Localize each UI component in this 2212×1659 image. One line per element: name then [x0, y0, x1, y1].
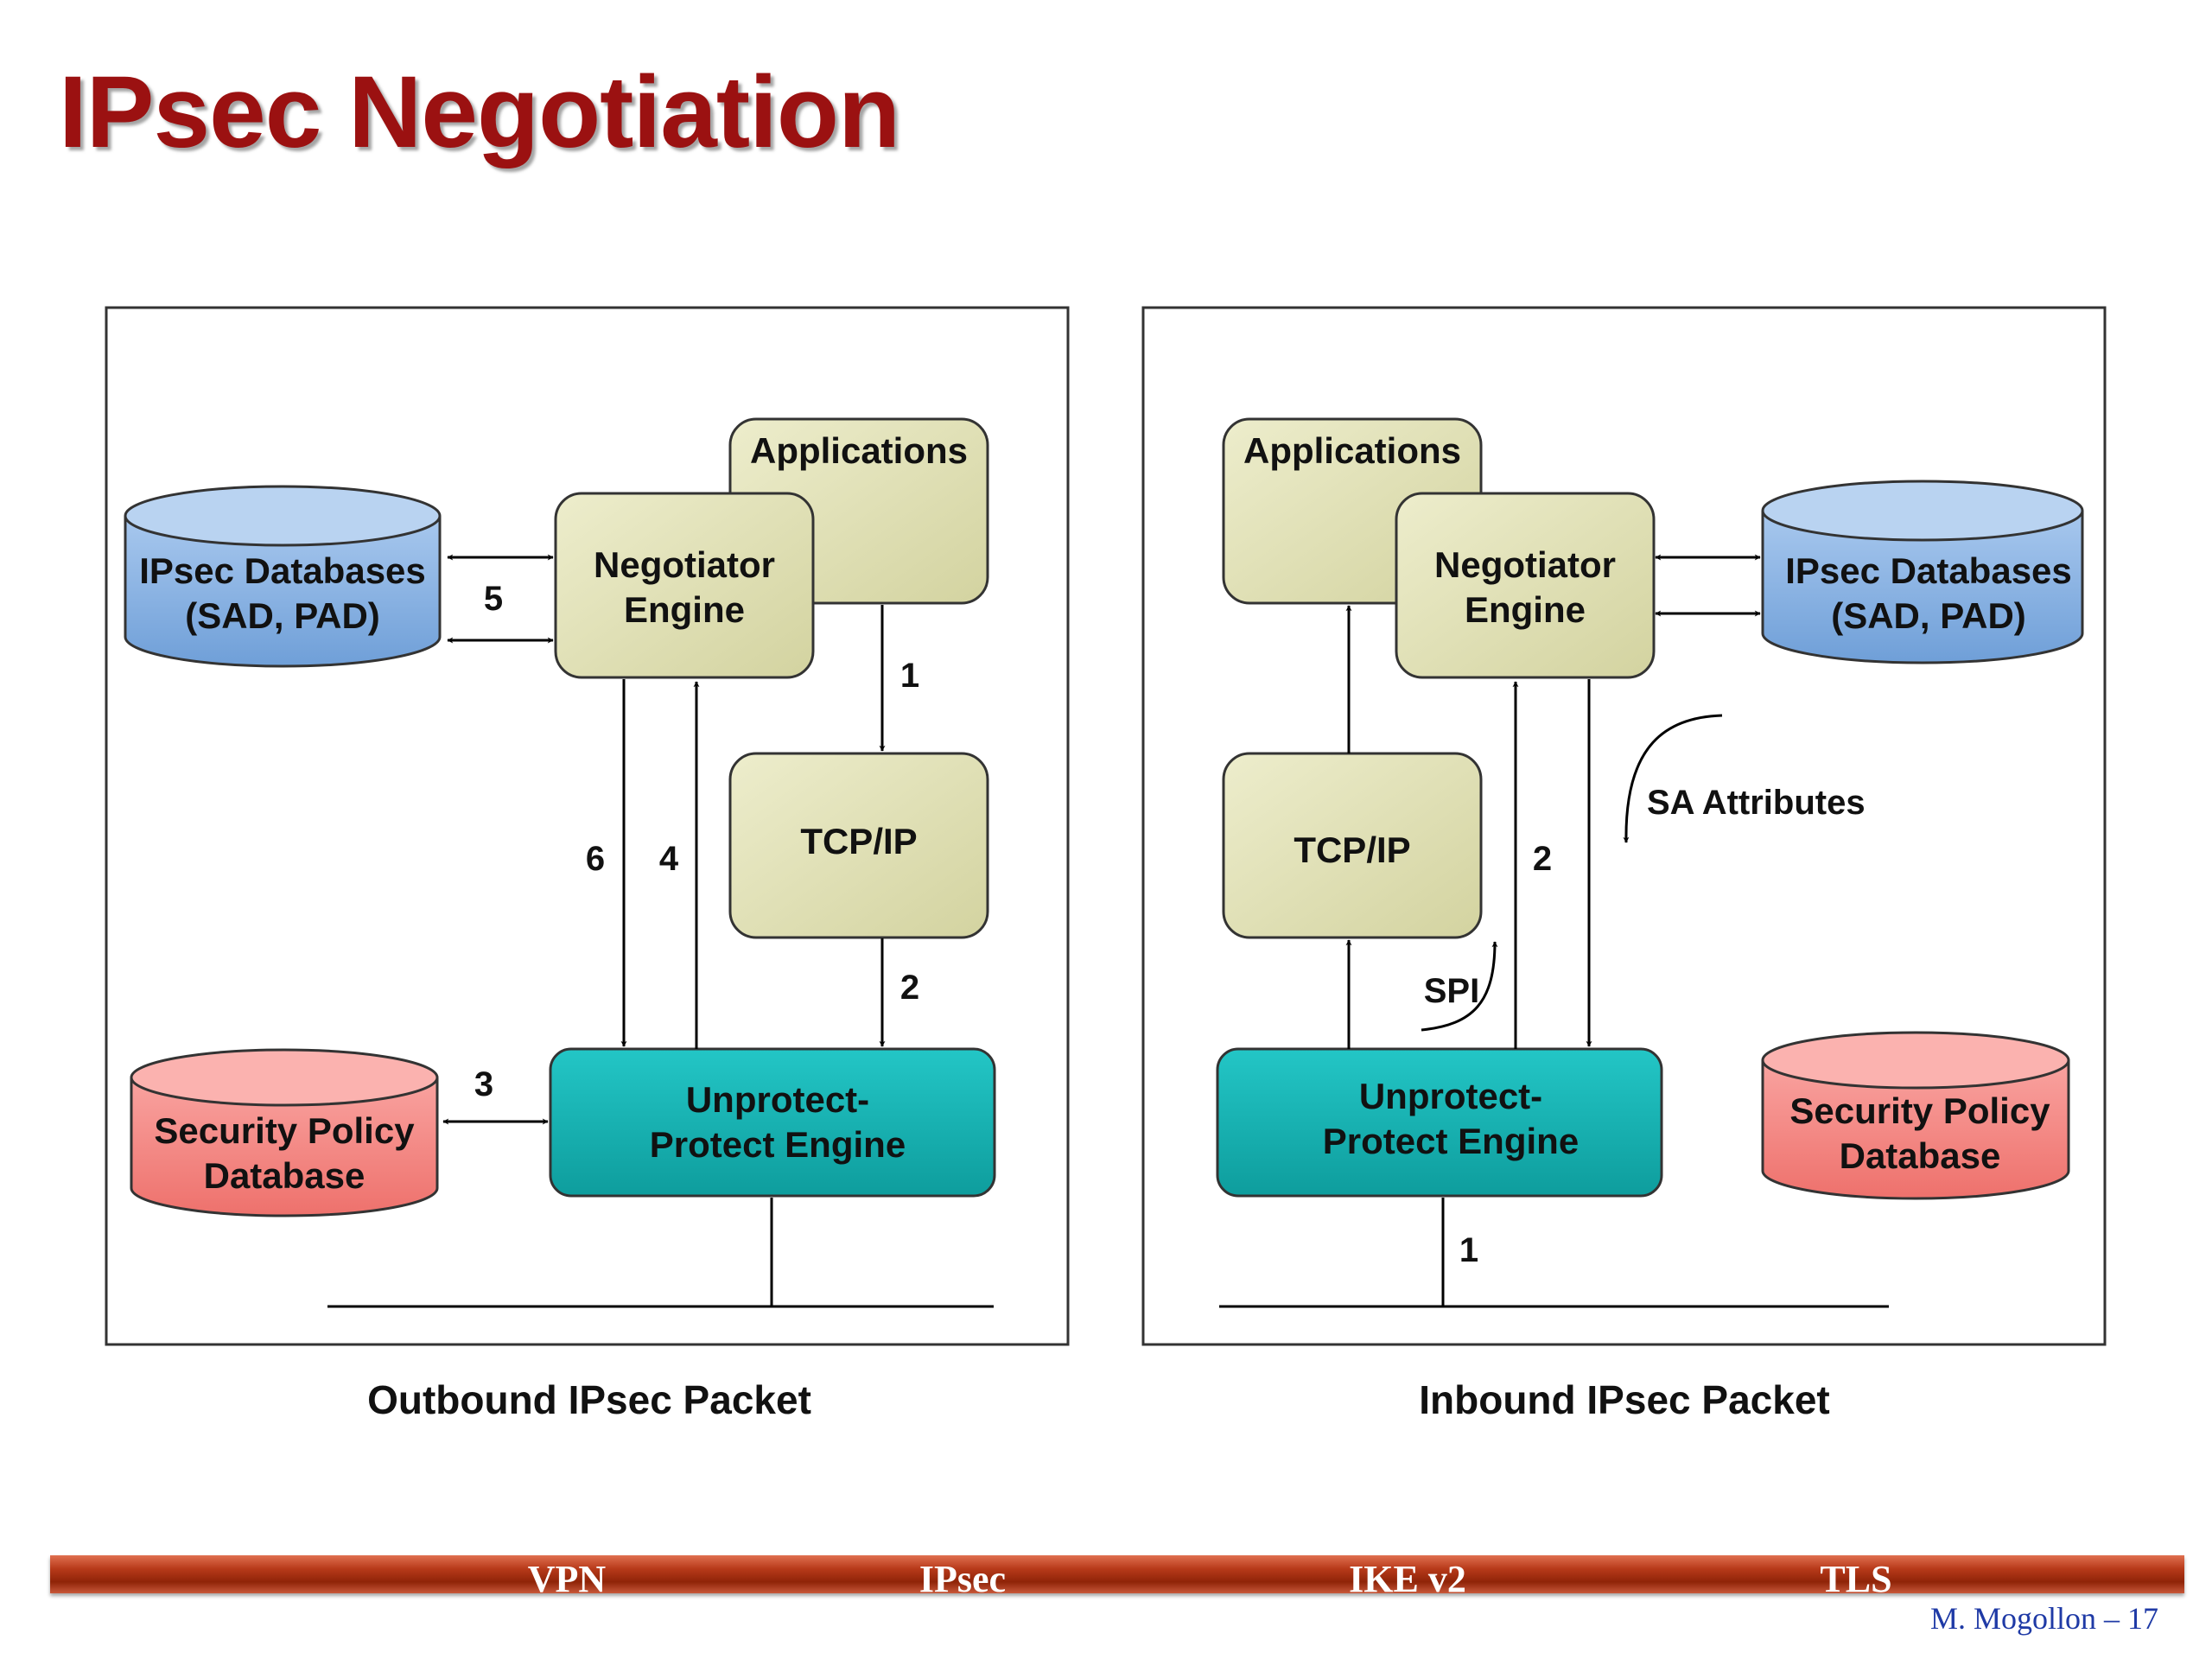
- nav-item-ike-v2[interactable]: IKE v2: [1349, 1558, 1466, 1600]
- outbound-upe-line2: Protect Engine: [650, 1124, 906, 1165]
- page-title: IPsec Negotiation: [59, 55, 900, 169]
- inbound-tcpip-box: TCP/IP: [1222, 752, 1483, 939]
- outbound-applications-label: Applications: [750, 430, 968, 471]
- inbound-security-policy-database: Security Policy Database: [1761, 1031, 2070, 1200]
- inbound-ipsec-db-line1: IPsec Databases: [1785, 550, 2072, 591]
- inbound-unprotect-protect-engine: Unprotect- Protect Engine: [1216, 1047, 1663, 1198]
- inbound-caption: Inbound IPsec Packet: [1419, 1377, 1829, 1422]
- outbound-step-3: 3: [474, 1065, 493, 1103]
- outbound-panel: Applications Negotiator Engine TCP/IP Un…: [105, 306, 1070, 1346]
- inbound-spd-line2: Database: [1840, 1135, 2001, 1176]
- outbound-ipsec-db-line2: (SAD, PAD): [185, 595, 380, 636]
- nav-item-ipsec[interactable]: IPsec: [918, 1558, 1007, 1600]
- outbound-upe-line1: Unprotect-: [686, 1079, 869, 1120]
- outbound-step-4: 4: [659, 840, 679, 878]
- nav-item-vpn[interactable]: VPN: [527, 1558, 607, 1600]
- nav-item-tls[interactable]: TLS: [1820, 1558, 1892, 1600]
- inbound-ipsec-databases: IPsec Databases (SAD, PAD): [1761, 480, 2084, 664]
- outbound-security-policy-database: Security Policy Database: [130, 1048, 439, 1217]
- outbound-tcpip-label: TCP/IP: [800, 821, 917, 861]
- outbound-step-5: 5: [484, 580, 503, 618]
- slide-footer: M. Mogollon – 17: [1929, 1601, 2158, 1636]
- outbound-step-1: 1: [900, 657, 919, 695]
- inbound-applications-label: Applications: [1243, 430, 1461, 471]
- outbound-spd-line2: Database: [204, 1155, 365, 1196]
- inbound-spd-line1: Security Policy: [1789, 1090, 2050, 1131]
- inbound-panel: Applications Negotiator Engine TCP/IP Un…: [1141, 306, 2107, 1346]
- outbound-negotiator-line2: Engine: [624, 589, 745, 630]
- outbound-arrows: [327, 554, 994, 1308]
- inbound-step-2: 2: [1533, 840, 1552, 878]
- outbound-negotiator-line1: Negotiator: [594, 544, 775, 585]
- inbound-ipsec-db-line2: (SAD, PAD): [1831, 595, 2026, 636]
- outbound-step-2: 2: [900, 969, 919, 1007]
- outbound-ipsec-db-line1: IPsec Databases: [139, 550, 426, 591]
- inbound-tcpip-label: TCP/IP: [1294, 830, 1410, 870]
- inbound-arrows: [1219, 554, 1889, 1308]
- inbound-spi-label: SPI: [1424, 972, 1479, 1010]
- inbound-negotiator-line2: Engine: [1465, 589, 1586, 630]
- outbound-negotiator-engine: Negotiator Engine: [554, 492, 815, 679]
- inbound-negotiator-line1: Negotiator: [1434, 544, 1616, 585]
- section-nav-bar: VPN IPsec IKE v2 TLS: [50, 1555, 2184, 1600]
- outbound-caption: Outbound IPsec Packet: [367, 1377, 811, 1422]
- inbound-upe-line2: Protect Engine: [1323, 1121, 1579, 1161]
- inbound-step-1: 1: [1459, 1231, 1478, 1269]
- outbound-step-6: 6: [586, 840, 605, 878]
- outbound-spd-line1: Security Policy: [154, 1110, 415, 1151]
- inbound-negotiator-engine: Negotiator Engine: [1395, 492, 1656, 679]
- outbound-tcpip-box: TCP/IP: [728, 752, 989, 939]
- outbound-ipsec-databases: IPsec Databases (SAD, PAD): [124, 485, 442, 668]
- inbound-sa-attributes-label: SA Attributes: [1647, 784, 1866, 822]
- outbound-unprotect-protect-engine: Unprotect- Protect Engine: [549, 1047, 996, 1198]
- inbound-upe-line1: Unprotect-: [1359, 1076, 1542, 1116]
